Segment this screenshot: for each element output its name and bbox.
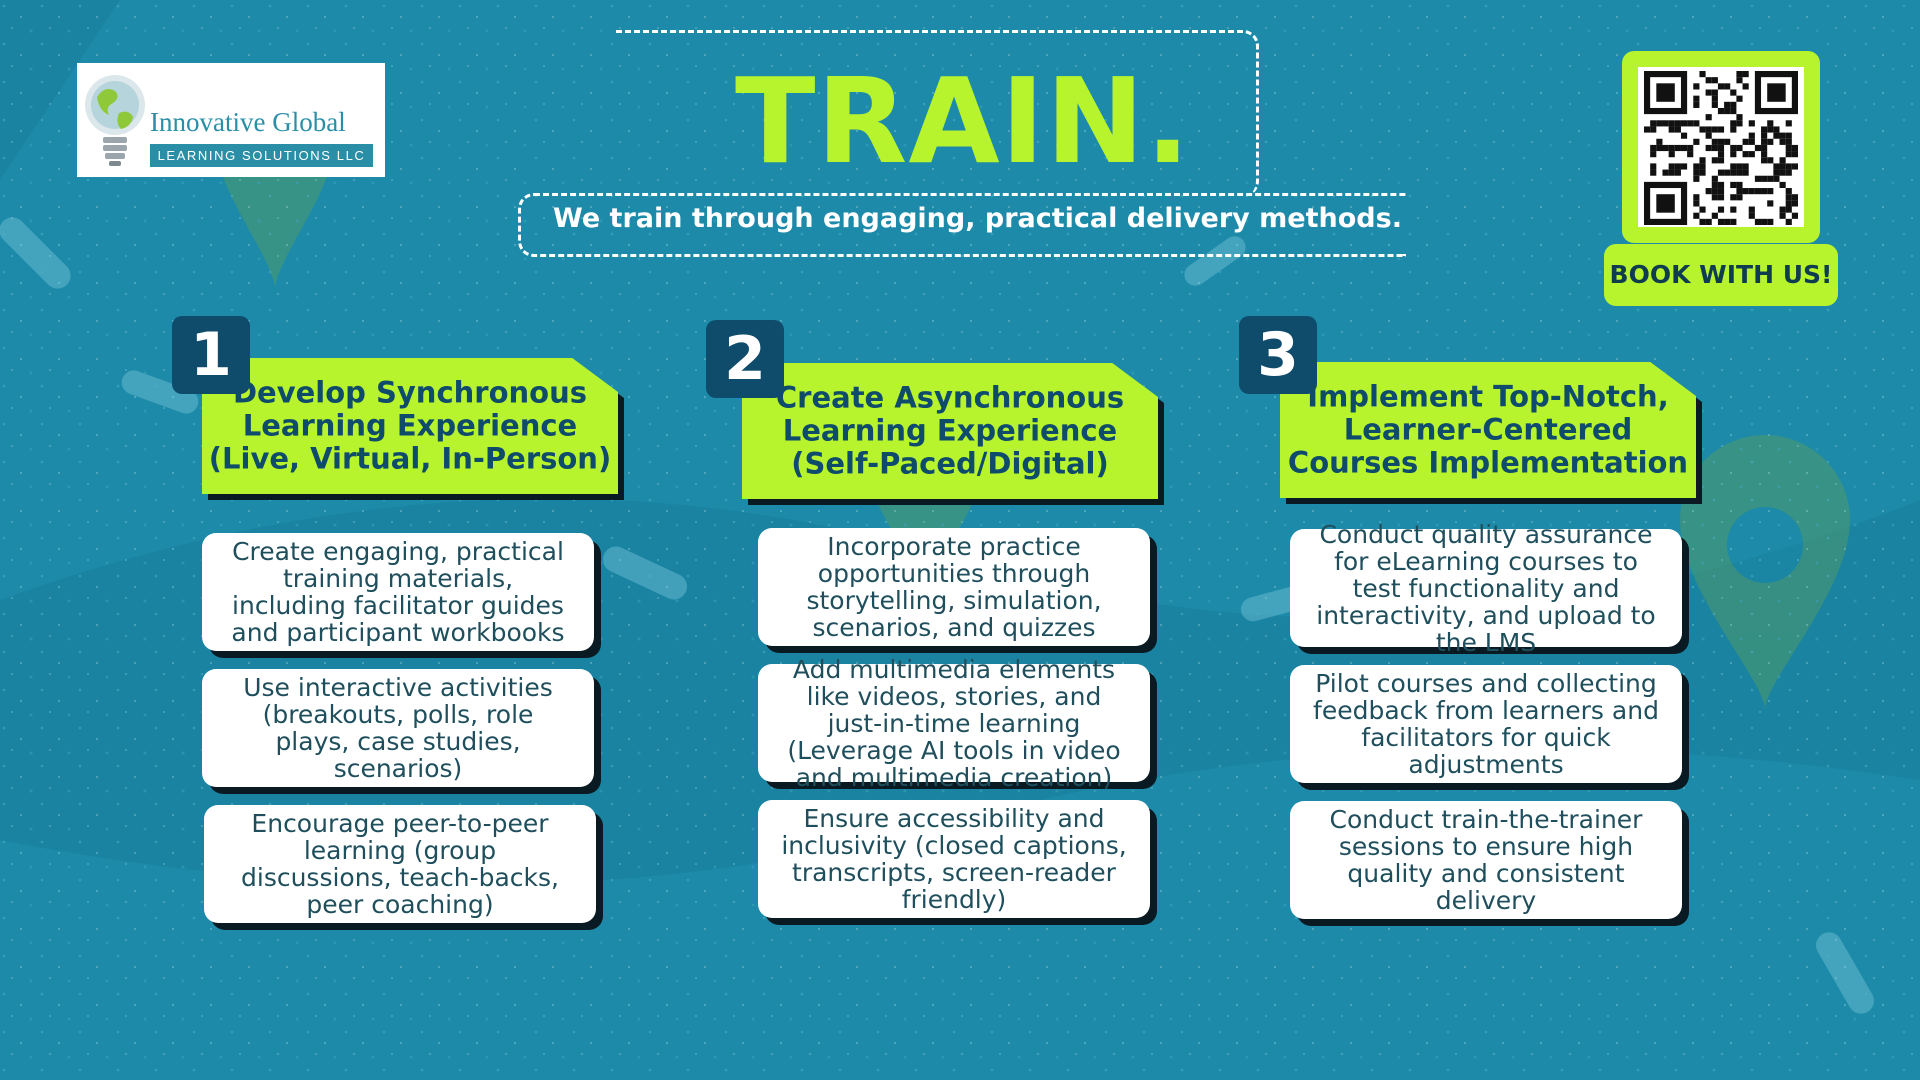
page-title: TRAIN. bbox=[735, 52, 1192, 190]
step-heading-3-text: Implement Top-Notch, Learner-Centered Co… bbox=[1287, 379, 1689, 480]
step-1-item-1: Create engaging, practical training mate… bbox=[202, 533, 594, 651]
book-with-us-button[interactable]: BOOK WITH US! bbox=[1604, 244, 1838, 306]
step-heading-2-text: Create Asynchronous Learning Experience … bbox=[775, 380, 1125, 481]
logo-subtitle: LEARNING SOLUTIONS LLC bbox=[150, 144, 373, 167]
step-heading-2: Create Asynchronous Learning Experience … bbox=[742, 363, 1158, 499]
page-subtitle: We train through engaging, practical del… bbox=[553, 203, 1402, 234]
title-dashed-frame bbox=[616, 30, 1259, 197]
lightbulb-globe-icon bbox=[85, 75, 145, 166]
step-number-1: 1 bbox=[172, 316, 250, 394]
step-heading-3: Implement Top-Notch, Learner-Centered Co… bbox=[1280, 362, 1696, 498]
step-2-item-1: Incorporate practice opportunities throu… bbox=[758, 528, 1150, 646]
step-number-2: 2 bbox=[706, 320, 784, 398]
step-2-item-3: Ensure accessibility and inclusivity (cl… bbox=[758, 800, 1150, 918]
step-1-item-3: Encourage peer-to-peer learning (group d… bbox=[204, 805, 596, 923]
step-3-item-2: Pilot courses and collecting feedback fr… bbox=[1290, 665, 1682, 783]
step-1-item-2: Use interactive activities (breakouts, p… bbox=[202, 669, 594, 787]
qr-code-panel[interactable] bbox=[1622, 51, 1820, 243]
step-2-item-2: Add multimedia elements like videos, sto… bbox=[758, 656, 1150, 791]
step-3-item-3: Conduct train-the-trainer sessions to en… bbox=[1290, 801, 1682, 919]
step-heading-1: Develop Synchronous Learning Experience … bbox=[202, 358, 618, 494]
company-logo: Innovative Global LEARNING SOLUTIONS LLC bbox=[77, 63, 385, 177]
subtitle-dashed-frame bbox=[518, 193, 1406, 257]
qr-code-icon bbox=[1644, 71, 1798, 225]
step-number-3: 3 bbox=[1239, 316, 1317, 394]
step-heading-1-text: Develop Synchronous Learning Experience … bbox=[208, 375, 612, 476]
step-3-item-1: Conduct quality assurance for eLearning … bbox=[1290, 521, 1682, 656]
logo-name: Innovative Global bbox=[150, 107, 346, 137]
